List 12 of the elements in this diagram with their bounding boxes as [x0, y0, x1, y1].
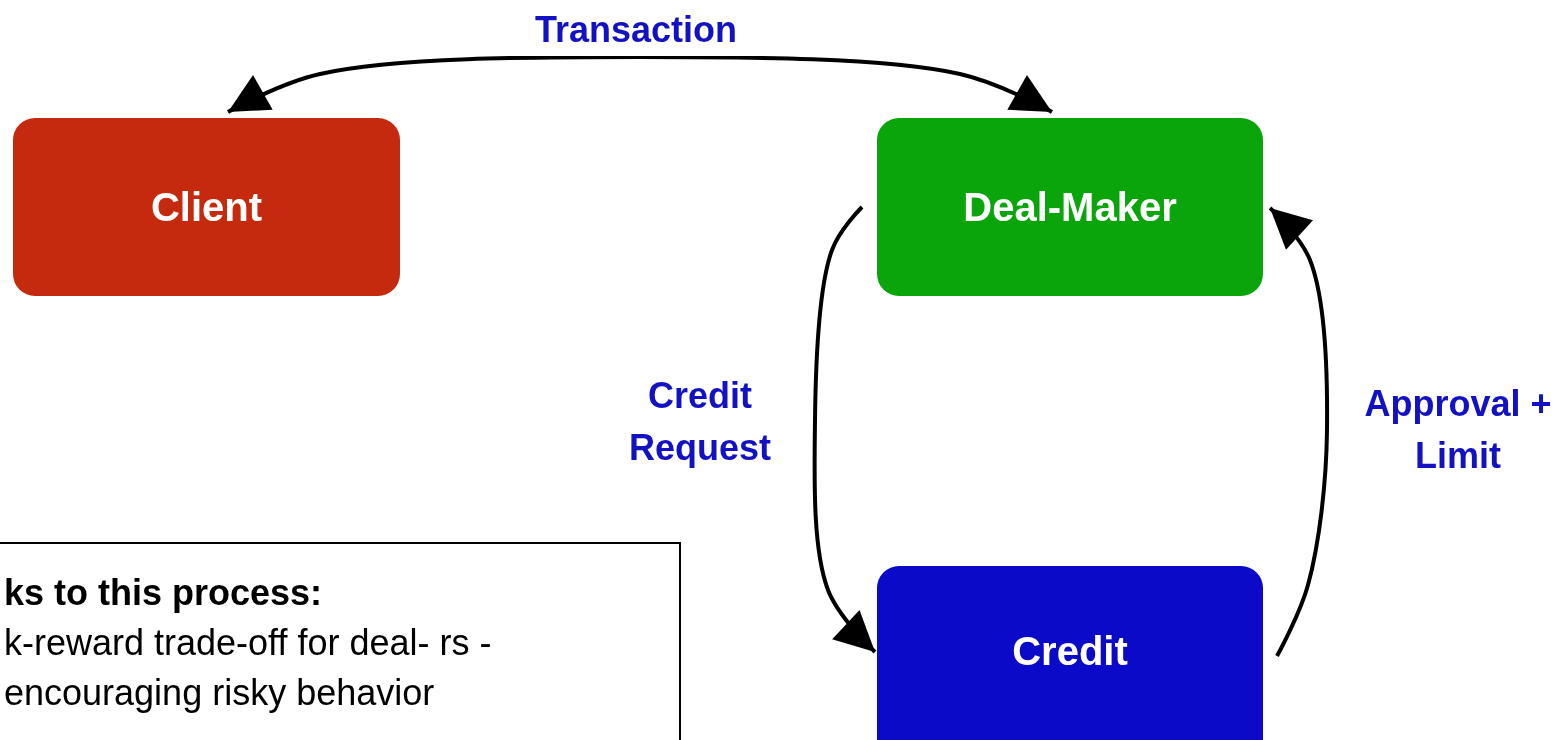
- box-label: Client: [150, 184, 263, 230]
- process-box: [877, 566, 1263, 740]
- process-box: [877, 118, 1263, 296]
- arrow: [812, 205, 877, 654]
- note-text: k-reward trade-off for deal- rs - encouraging risky behavior: [4, 621, 493, 715]
- process-box: [13, 118, 400, 296]
- note-heading: ks to this process:: [4, 571, 324, 615]
- arrow: [1268, 206, 1330, 657]
- box-label: Credit: [1012, 628, 1128, 674]
- note-box: [0, 542, 681, 740]
- box-label: Deal-Maker: [963, 184, 1177, 230]
- arrow: [227, 55, 1053, 114]
